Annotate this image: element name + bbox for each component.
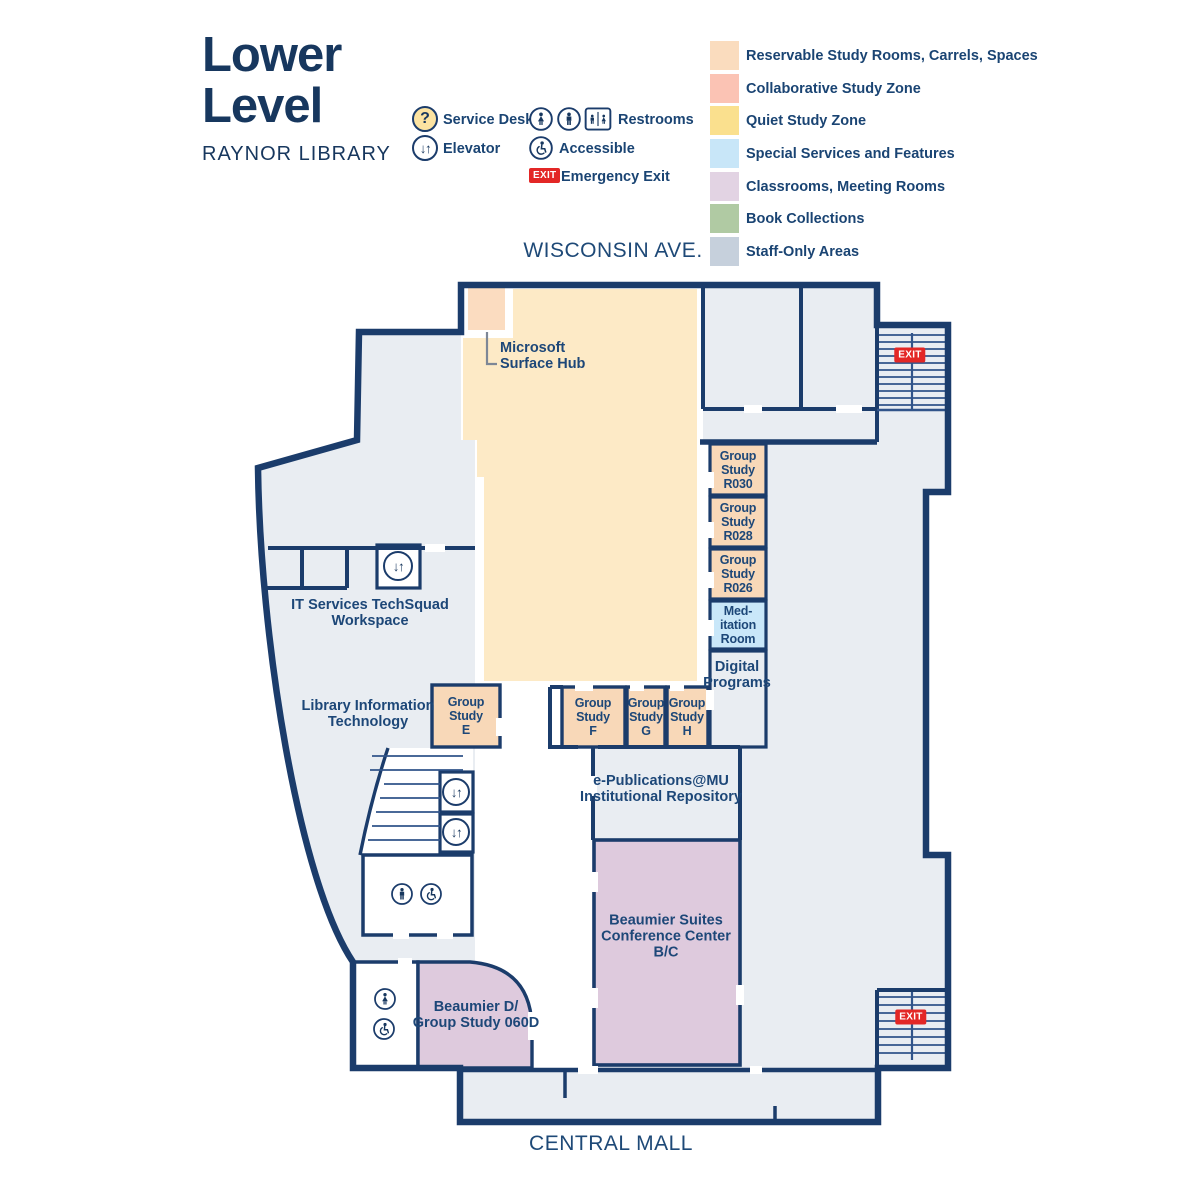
elevator-label: Elevator: [443, 141, 501, 157]
meditation-room: [708, 599, 768, 651]
emergency-exit-label: Emergency Exit: [561, 169, 670, 185]
stairs-left-curved: [368, 755, 463, 841]
legend-swatch-quiet: [710, 106, 739, 135]
group-study-h-room: [665, 685, 710, 749]
legend-label-staff: Staff-Only Areas: [746, 244, 860, 260]
restroom-women-room: [351, 960, 420, 1070]
restroom-men-room: [361, 853, 474, 937]
service-desk-icon: ?: [412, 106, 438, 132]
group-study-r026-room: [708, 547, 768, 601]
service-desk-label: Service Desk: [443, 112, 534, 128]
quiet-study-zone: [463, 289, 697, 681]
legend-swatch-staff: [710, 237, 739, 266]
elevator-icon: ↓↑: [412, 135, 438, 161]
accessible-label: Accessible: [559, 141, 635, 157]
legend-swatch-special: [710, 139, 739, 168]
legend-swatch-collaborative: [710, 74, 739, 103]
street-label-central-mall: CENTRAL MALL: [529, 1132, 693, 1155]
restrooms-label: Restrooms: [618, 112, 694, 128]
page-subtitle: RAYNOR LIBRARY: [202, 143, 391, 165]
emergency-exit-icon: EXIT: [529, 168, 561, 183]
accessible-icon-map-1: [420, 883, 442, 905]
restroom-woman-icon: [529, 107, 553, 131]
inner-walls: [265, 285, 948, 1122]
beaumier-d-room: [416, 960, 534, 1070]
legend-swatch-reservable: [710, 41, 739, 70]
elevator-icon-map-1: ↓↑: [383, 551, 413, 581]
group-study-r030-room: [708, 442, 768, 497]
group-study-g-room: [625, 685, 667, 749]
legend-label-reservable: Reservable Study Rooms, Carrels, Spaces: [746, 48, 1038, 64]
staff-area-bottom-strip: [460, 1072, 878, 1122]
exit-badge-bottom: EXIT: [895, 1009, 927, 1025]
elevator-glyph: ↓↑: [450, 824, 463, 840]
group-study-r028-room: [708, 495, 768, 549]
legend-label-special: Special Services and Features: [746, 146, 955, 162]
accessible-icon: [529, 136, 553, 160]
door-gaps: [393, 405, 862, 1074]
legend-label-quiet: Quiet Study Zone: [746, 113, 867, 129]
group-study-f-room: [560, 685, 627, 749]
beaumier-suites-room: [592, 838, 742, 1067]
legend-swatch-classrooms: [710, 172, 739, 201]
accessible-icon-map-2: [373, 1018, 395, 1040]
header: Lower Level RAYNOR LIBRARY: [202, 30, 391, 166]
digital-programs-room: [708, 649, 768, 749]
service-desk-glyph: ?: [420, 110, 430, 127]
elevator-icon-map-2: ↓↑: [442, 778, 470, 806]
street-label-wisconsin-ave: WISCONSIN AVE.: [523, 239, 703, 262]
restroom-family-icon: [584, 107, 612, 131]
legend-label-collaborative: Collaborative Study Zone: [746, 81, 921, 97]
elevator-icon-map-3: ↓↑: [442, 818, 470, 846]
building-outline: [254, 281, 952, 1126]
restroom-woman-icon-map: [374, 988, 396, 1010]
restroom-man-icon-map: [391, 883, 413, 905]
hub-callout-line: [485, 332, 497, 366]
legend-label-books: Book Collections: [746, 211, 865, 227]
elevator-glyph: ↓↑: [419, 140, 432, 156]
group-study-e-room: [430, 683, 502, 749]
legend-swatch-books: [710, 204, 739, 233]
exit-badge-top: EXIT: [894, 347, 926, 363]
elevator-glyph: ↓↑: [392, 558, 405, 574]
page-title: Lower Level: [202, 28, 342, 133]
elevator-glyph: ↓↑: [450, 784, 463, 800]
legend-label-classrooms: Classrooms, Meeting Rooms: [746, 179, 946, 195]
microsoft-surface-hub-room: [468, 288, 505, 330]
restroom-man-icon: [557, 107, 581, 131]
